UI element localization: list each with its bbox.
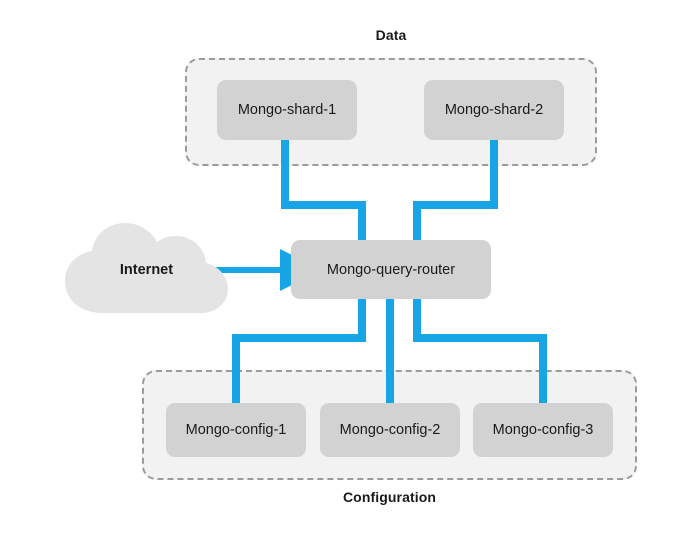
node-mongo-config-3[interactable]: Mongo-config-3 bbox=[473, 403, 613, 457]
internet-cloud bbox=[65, 223, 228, 313]
node-mongo-query-router[interactable]: Mongo-query-router bbox=[291, 240, 491, 299]
node-label-mongo-shard-2: Mongo-shard-2 bbox=[444, 102, 544, 118]
node-mongo-shard-1[interactable]: Mongo-shard-1 bbox=[217, 80, 357, 140]
node-label-mongo-config-1: Mongo-config-1 bbox=[185, 422, 287, 438]
group-label-configuration: Configuration bbox=[342, 489, 437, 505]
node-label-mongo-query-router: Mongo-query-router bbox=[326, 261, 456, 278]
node-label-mongo-config-2: Mongo-config-2 bbox=[339, 422, 441, 438]
group-label-data: Data bbox=[375, 27, 407, 43]
cloud-shape bbox=[65, 223, 228, 313]
node-mongo-shard-2[interactable]: Mongo-shard-2 bbox=[424, 80, 564, 140]
node-label-mongo-config-3: Mongo-config-3 bbox=[492, 422, 594, 438]
node-label-mongo-shard-1: Mongo-shard-1 bbox=[237, 102, 337, 118]
node-mongo-config-1[interactable]: Mongo-config-1 bbox=[166, 403, 306, 457]
node-mongo-config-2[interactable]: Mongo-config-2 bbox=[320, 403, 460, 457]
